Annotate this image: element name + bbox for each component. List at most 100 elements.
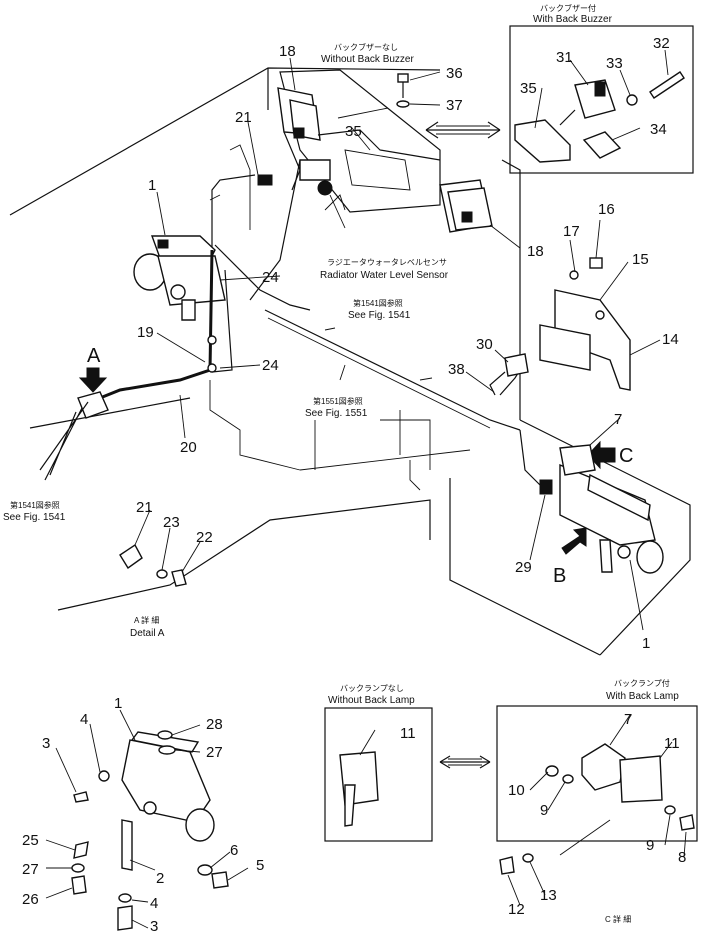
callout-7: 7 [614,411,622,428]
gasket-34 [582,131,622,159]
callout-33: 33 [606,55,623,72]
fig1541-jp: 第1541図参照 [353,298,403,308]
callout-4b: 4 [150,895,158,912]
bracket-11 [619,755,663,803]
callout-5: 5 [256,857,264,874]
callout-30: 30 [476,336,493,353]
callout-1b: 1 [114,695,122,712]
callout-13: 13 [540,887,557,904]
radiator-sensor-jp: ラジエータウォータレベルセンサ [327,258,447,267]
detail-c-jp: C 詳 細 [605,914,631,924]
callout-12: 12 [508,901,525,918]
washer-37 [396,100,410,108]
arrow-a [78,367,108,393]
with-back-lamp-box [496,705,698,842]
bracket-14-15 [539,257,631,391]
callout-6: 6 [230,842,238,859]
detail-a-label: Detail A [130,628,165,639]
callout-34: 34 [650,121,667,138]
radiator-sensor-label: Radiator Water Level Sensor [320,270,449,281]
back-lamp-left [133,235,226,321]
callout-31: 31 [556,49,573,66]
callout-22: 22 [196,529,213,546]
with-back-lamp-label: With Back Lamp [606,691,679,702]
callout-11b: 11 [664,735,680,752]
view-label-a: A [87,345,101,367]
callout-29: 29 [515,559,532,576]
back-lamp-right [499,369,664,574]
buzzer-bracket-35 [514,119,571,163]
callout-9b: 9 [646,837,654,854]
callout-19: 19 [137,324,154,341]
captions: バックブザー付 With Back Buzzer バックブザーなし Withou… [3,3,679,924]
callout-24b: 24 [262,357,279,374]
callout-3b: 3 [150,918,158,931]
detail-a-jp: A 詳 細 [134,615,159,625]
fig1551-jp: 第1551図参照 [313,396,363,406]
callout-numbers: 18 18 21 1 24 24 19 20 35 36 37 17 16 15… [22,35,686,935]
callout-11: 11 [400,725,416,742]
callout-9: 9 [540,802,548,819]
lamp-7 [559,444,596,476]
without-back-buzzer-label: Without Back Buzzer [321,54,414,65]
callout-17: 17 [563,223,580,240]
callout-8: 8 [678,849,686,866]
callout-38: 38 [448,361,465,378]
with-back-lamp-jp: バックランプ付 [614,678,670,688]
rear-panel [279,69,441,213]
callout-25: 25 [22,832,39,849]
view-label-c: C [619,445,633,467]
with-back-buzzer-jp: バックブザー付 [540,3,596,13]
interchange-arrow-top [425,121,501,139]
connector-a [39,391,109,481]
without-back-lamp-label: Without Back Lamp [328,695,415,706]
callout-3: 3 [42,735,50,752]
without-back-lamp-box [324,707,433,842]
fig1541b-jp: 第1541図参照 [10,500,60,510]
without-back-lamp-jp: バックランプなし [340,684,404,693]
callout-1: 1 [148,177,156,194]
callout-28: 28 [206,716,223,733]
fig1541b-label: See Fig. 1541 [3,512,66,523]
fig1551-label: See Fig. 1551 [305,408,368,419]
fig1541-label: See Fig. 1541 [348,310,411,321]
harness-left [94,244,521,431]
arrow-b [561,527,587,555]
view-label-b: B [553,565,566,587]
interchange-arrow-bottom [439,755,491,769]
callout-21b: 21 [136,499,153,516]
callout-26: 26 [22,891,39,908]
detail-c-fasteners [499,853,534,875]
callout-36: 36 [446,65,463,82]
callout-18b: 18 [527,243,544,260]
callout-35: 35 [345,123,362,140]
callout-4: 4 [80,711,88,728]
callout-24: 24 [262,269,279,286]
radiator-water-level-sensor [257,159,333,196]
callout-14: 14 [662,331,679,348]
detail-a-parts [119,543,187,587]
with-back-buzzer-label: With Back Buzzer [533,14,613,25]
with-back-buzzer-box [509,25,694,174]
switch-30 [489,353,529,396]
callout-21: 21 [235,109,252,126]
callout-2: 2 [156,870,164,887]
callout-10: 10 [508,782,525,799]
callout-27: 27 [206,744,223,761]
callout-23: 23 [163,514,180,531]
callout-15: 15 [632,251,649,268]
callout-37: 37 [446,97,463,114]
callout-32: 32 [653,35,670,52]
callout-1c: 1 [642,635,650,652]
callout-20: 20 [180,439,197,456]
callout-35b: 35 [520,80,537,97]
callout-27b: 27 [22,861,39,878]
headlamp-right [439,179,493,233]
without-back-buzzer-jp: バックブザーなし [334,42,398,52]
wiring-harness-top [211,129,441,301]
leader-lines [45,49,687,929]
back-lamp-7 [581,743,626,791]
callout-7b: 7 [624,711,632,728]
